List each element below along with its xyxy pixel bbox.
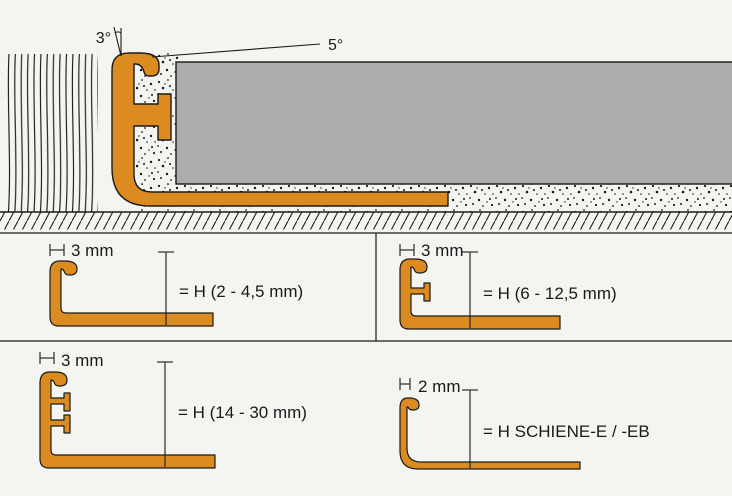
variant-3-width-label: 3 mm: [61, 351, 104, 370]
width-dimension: [399, 244, 415, 256]
width-dimension: [399, 378, 411, 390]
height-dimension: [462, 251, 478, 328]
height-dimension: [158, 251, 174, 325]
width-dimension: [49, 244, 65, 256]
height-dimension: [157, 361, 173, 467]
profile-cross-section: [111, 52, 449, 207]
angle-5-label: 5°: [328, 37, 343, 54]
variant-2-height-label: = H (6 - 12,5 mm): [483, 284, 617, 303]
variant-diagram-2: 3 mm = H (6 - 12,5 mm): [399, 241, 617, 330]
variant-diagram-1: 3 mm = H (2 - 4,5 mm): [49, 241, 303, 327]
variant-4-height-label: = H SCHIENE-E / -EB: [483, 422, 650, 441]
height-dimension: [462, 389, 478, 468]
variant-2-profile: [399, 258, 561, 330]
angle-annotation-5deg: 5°: [151, 37, 343, 58]
substrate-hatch: [0, 212, 732, 230]
angle-3-label: 3°: [96, 30, 111, 47]
angle-annotation-3deg: 3°: [96, 26, 122, 57]
variant-3-profile: [39, 371, 216, 469]
variant-diagram-4: 2 mm = H SCHIENE-E / -EB: [399, 377, 650, 470]
variant-1-width-label: 3 mm: [71, 241, 114, 260]
variant-2-width-label: 3 mm: [421, 241, 464, 260]
cross-section-drawing: 3° 5°: [0, 26, 732, 230]
variant-1-profile: [49, 260, 214, 327]
grid-dividers: [0, 232, 732, 342]
variant-diagram-3: 3 mm = H (14 - 30 mm): [39, 351, 307, 469]
variant-4-width-label: 2 mm: [418, 377, 461, 396]
adjacent-covering-hatch: [6, 54, 98, 212]
width-dimension: [39, 352, 55, 364]
variant-3-height-label: = H (14 - 30 mm): [178, 403, 307, 422]
variant-4-profile: [399, 397, 581, 470]
variant-1-height-label: = H (2 - 4,5 mm): [179, 282, 303, 301]
tile-slab: [175, 61, 732, 185]
